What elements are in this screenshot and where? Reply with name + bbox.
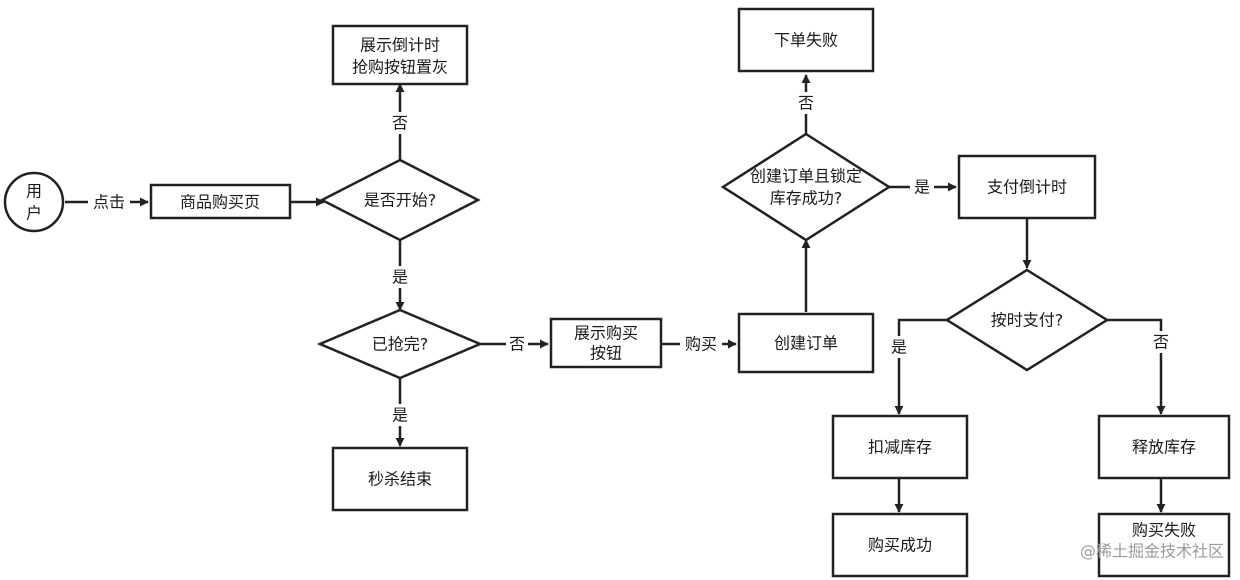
purchase-success-node bbox=[831, 512, 969, 578]
release-stock-label: 释放库存 bbox=[1132, 438, 1196, 457]
create-lock-ok-label-line2: 库存成功? bbox=[770, 189, 843, 208]
edge-label-click: 点击 bbox=[93, 193, 125, 212]
seckill-end-node bbox=[331, 446, 469, 512]
edge-label-sold-yes: 是 bbox=[392, 406, 408, 425]
purchase-failed-node bbox=[1097, 512, 1231, 578]
edge-label-pay-yes: 是 bbox=[891, 338, 907, 357]
user-label-line2: 户 bbox=[26, 204, 42, 223]
user-label-line1: 用 bbox=[26, 182, 42, 201]
product-page-node bbox=[149, 183, 292, 220]
edge-paid-on-time-to-deduct-stock bbox=[894, 318, 947, 415]
show-countdown-label-line1: 展示倒计时 bbox=[360, 36, 440, 55]
edge-label-pay-no: 否 bbox=[1153, 333, 1169, 352]
release-stock-node bbox=[1097, 414, 1231, 480]
paid-on-time-label: 按时支付? bbox=[991, 311, 1064, 330]
create-lock-ok-decision bbox=[720, 132, 892, 242]
pay-countdown-label: 支付倒计时 bbox=[987, 178, 1067, 197]
show-countdown-node bbox=[331, 24, 469, 86]
product-page-label: 商品购买页 bbox=[180, 193, 260, 212]
edge-label-start-yes: 是 bbox=[392, 268, 408, 287]
show-buy-button-label-line1: 展示购买 bbox=[574, 324, 638, 343]
edge-label-lock-yes: 是 bbox=[914, 178, 930, 197]
purchase-success-label: 购买成功 bbox=[868, 536, 932, 555]
sold-out-label: 已抢完? bbox=[372, 335, 429, 354]
deduct-stock-node bbox=[831, 414, 969, 480]
user-node bbox=[3, 171, 65, 233]
edge-label-lock-no: 否 bbox=[798, 94, 814, 113]
order-failed-node bbox=[737, 7, 875, 73]
paid-on-time-decision bbox=[944, 268, 1110, 372]
create-order-node bbox=[737, 312, 875, 374]
create-lock-ok-label-line1: 创建订单且锁定 bbox=[750, 167, 862, 186]
deduct-stock-label: 扣减库存 bbox=[868, 438, 932, 457]
show-buy-button-node bbox=[549, 317, 663, 369]
is-started-decision bbox=[319, 158, 481, 242]
order-failed-label: 下单失败 bbox=[774, 31, 838, 50]
seckill-end-label: 秒杀结束 bbox=[368, 470, 432, 489]
edge-label-buy: 购买 bbox=[685, 335, 717, 354]
purchase-failed-label: 购买失败 bbox=[1132, 521, 1196, 540]
edge-label-sold-no: 否 bbox=[509, 335, 525, 354]
pay-countdown-node bbox=[957, 154, 1097, 220]
show-buy-button-label-line2: 按钮 bbox=[590, 344, 622, 363]
watermark-text: @稀土掘金技术社区 bbox=[1080, 542, 1224, 561]
is-started-label: 是否开始? bbox=[364, 191, 437, 210]
edge-paid-on-time-to-release-stock bbox=[1107, 318, 1166, 415]
create-order-label: 创建订单 bbox=[774, 334, 838, 353]
edge-label-start-no: 否 bbox=[392, 114, 408, 133]
sold-out-decision bbox=[316, 308, 484, 380]
show-countdown-label-line2: 抢购按钮置灰 bbox=[352, 58, 448, 77]
